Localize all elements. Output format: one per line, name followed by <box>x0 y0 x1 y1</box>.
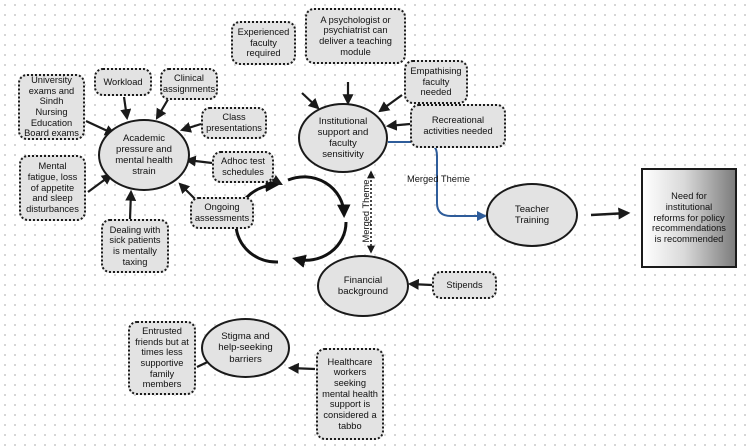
cycle-arc-right <box>292 221 348 268</box>
node-workload: Workload <box>94 68 152 96</box>
cycle-arc-top <box>287 175 351 219</box>
node-recreational-activities: Recreational activities needed <box>410 104 506 148</box>
node-institutional-support: Institutional support and faculty sensit… <box>298 103 388 173</box>
arrow-stipends-financial <box>407 278 433 290</box>
node-academic-pressure: Academic pressure and mental health stra… <box>98 119 190 191</box>
label-merged-theme-horizontal: Merged Theme <box>407 174 470 184</box>
node-experienced-faculty: Experienced faculty required <box>231 21 296 65</box>
node-clinical-assignments: Clinical assignments <box>160 68 218 100</box>
node-institutional-reforms: Need for institutional reforms for polic… <box>641 168 737 268</box>
arrow-recreational-institutional <box>385 119 411 131</box>
node-financial-background: Financial background <box>317 255 409 317</box>
label-merged-theme-vertical: Merged Theme <box>361 179 371 243</box>
node-stipends: Stipends <box>432 271 497 299</box>
arrow-fatigue-academic <box>87 173 113 193</box>
node-sick-patients: Dealing with sick patients is mentally t… <box>101 219 169 273</box>
node-psychologist-module: A psychologist or psychiatrist can deliv… <box>305 8 406 64</box>
arrow-workload-academic <box>120 96 132 121</box>
arrow-adhoc-academic <box>184 155 213 167</box>
node-mental-fatigue: Mental fatigue, loss of appetite and sle… <box>19 155 86 221</box>
node-healthcare-workers: Healthcare workers seeking mental health… <box>316 348 384 440</box>
arrow-experienced-institutional <box>301 92 320 110</box>
node-adhoc-test-schedules: Adhoc test schedules <box>212 151 274 183</box>
arrow-healthcare-stigma <box>287 362 316 374</box>
arrow-empathising-institutional <box>378 94 403 113</box>
arrow-sick-academic <box>125 189 137 220</box>
node-teacher-training: Teacher Training <box>486 183 578 247</box>
node-stigma-barriers: Stigma and help-seeking barriers <box>201 318 290 378</box>
node-entrusted-friends: Entrusted friends but at times less supp… <box>128 321 196 395</box>
node-class-presentations: Class presentations <box>201 107 267 139</box>
arrow-presentations-academic <box>179 122 202 133</box>
node-ongoing-assessments: Ongoing assessments <box>190 197 254 229</box>
node-university-exams: University exams and Sindh Nursing Educa… <box>18 74 85 140</box>
arrow-teacher-final <box>590 207 631 220</box>
node-empathising-faculty: Empathising faculty needed <box>404 60 468 104</box>
